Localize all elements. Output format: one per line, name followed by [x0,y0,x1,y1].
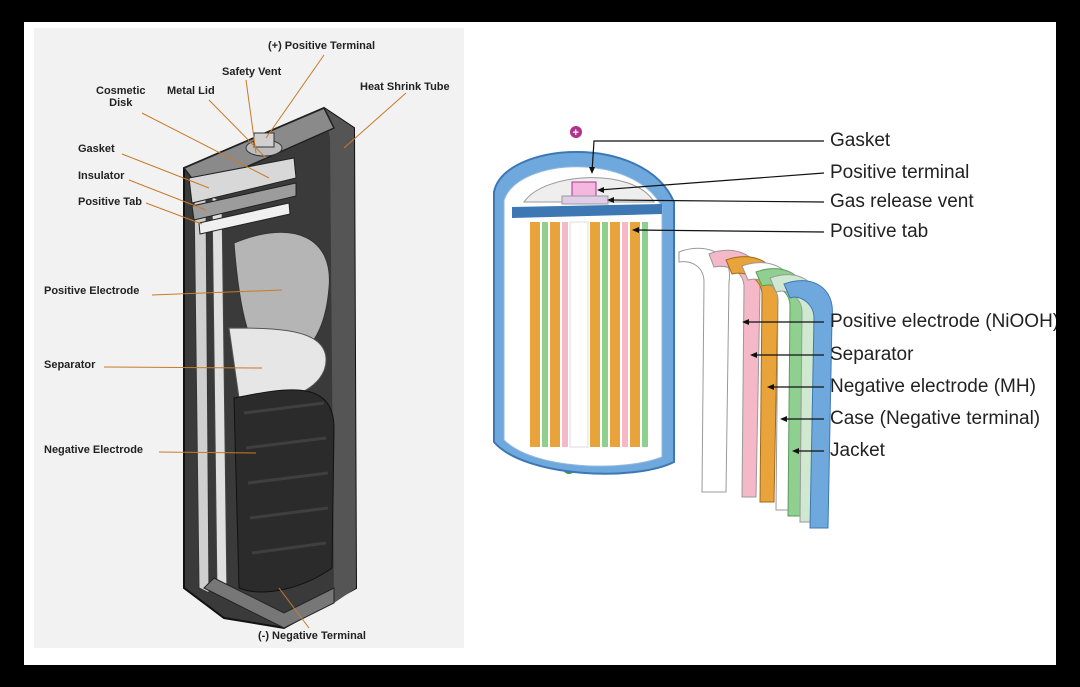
label-negative-electrode-right: Negative electrode (MH) [830,376,1036,397]
label-positive-terminal: (+) Positive Terminal [268,40,376,52]
label-metal-lid: Metal Lid [167,85,215,97]
label-heat-shrink-tube: Heat Shrink Tube [360,81,450,93]
label-gasket-right: Gasket [830,130,891,151]
label-cosmetic-disk-line2: Disk [109,97,133,109]
prismatic-battery-illustration [103,54,407,630]
prismatic-battery-cutaway: (+) Positive Terminal Safety Vent Heat S… [34,28,464,648]
cylindrical-cell-cutaway: + [464,22,1056,665]
label-jacket: Jacket [830,440,885,461]
label-positive-tab-right: Positive tab [830,221,929,242]
plus-marker-icon [570,126,582,138]
label-separator-right: Separator [830,344,914,365]
electrode-stripes [530,221,648,448]
cylindrical-cell-illustration: + [493,126,833,529]
label-cosmetic-disk: Cosmetic Disk [96,85,146,109]
label-case-right: Case (Negative terminal) [830,408,1041,429]
label-separator: Separator [44,359,96,371]
svg-text:+: + [573,127,579,139]
label-negative-terminal: (-) Negative Terminal [258,630,366,642]
label-positive-tab: Positive Tab [78,196,142,208]
label-positive-electrode-right: Positive electrode (NiOOH) [830,311,1056,332]
label-negative-electrode: Negative Electrode [44,444,144,456]
label-gas-release-vent: Gas release vent [830,191,974,212]
label-positive-electrode: Positive Electrode [44,285,140,297]
label-safety-vent: Safety Vent [222,66,282,78]
label-cosmetic-disk-line1: Cosmetic [96,85,146,97]
label-gasket: Gasket [78,143,115,155]
label-positive-terminal-right: Positive terminal [830,162,970,183]
figure-frame: (+) Positive Terminal Safety Vent Heat S… [24,22,1056,665]
label-insulator: Insulator [78,170,125,182]
